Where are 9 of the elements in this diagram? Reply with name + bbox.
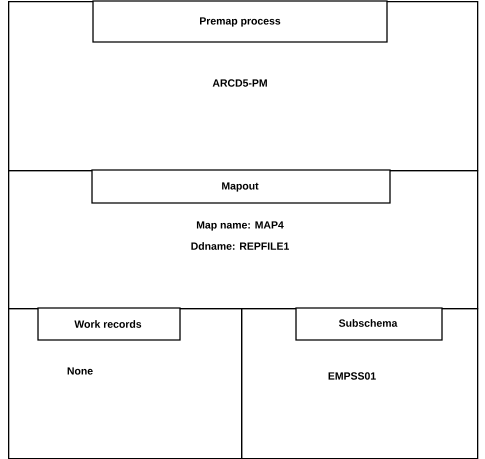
body-text: Map name: MAP4: [196, 221, 284, 231]
heading-tab: Work records: [37, 307, 181, 341]
body-text: ARCD5-PM: [212, 79, 267, 87]
heading-tab: Mapout: [91, 169, 391, 204]
body-text: Ddname: REPFILE1: [191, 242, 289, 250]
body-text: EMPSS01: [328, 372, 376, 380]
heading-tab: Subschema: [295, 307, 443, 341]
heading-tab: Premap process: [92, 0, 388, 43]
body-text: None: [68, 367, 93, 375]
